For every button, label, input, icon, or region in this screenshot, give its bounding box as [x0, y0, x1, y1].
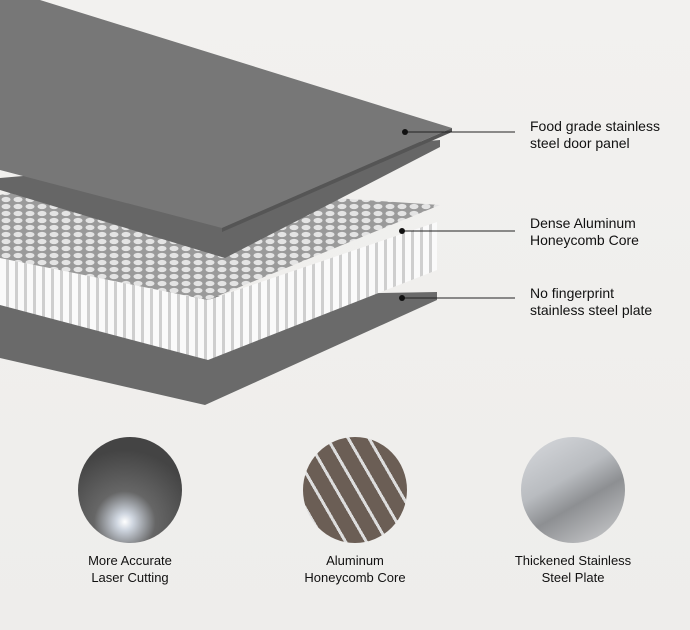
caption-line: Honeycomb Core: [304, 570, 406, 585]
caption-line: Thickened Stainless: [514, 553, 632, 568]
label-bottom-plate: No fingerprint stainless steel plate: [530, 285, 652, 319]
label-line: Food grade stainless: [530, 118, 660, 134]
honeycomb-walls: [0, 222, 437, 360]
leader-lines: [402, 131, 515, 299]
laser-cutting-image: [78, 437, 182, 543]
caption-line: More Accurate: [88, 553, 172, 568]
label-line: stainless steel plate: [530, 302, 653, 318]
caption-line: Laser Cutting: [91, 570, 169, 585]
label-line: Dense Aluminum: [530, 215, 636, 231]
steel-plate-image: [521, 437, 625, 543]
label-line: steel door panel: [530, 135, 630, 151]
label-honeycomb-core: Dense Aluminum Honeycomb Core: [530, 215, 639, 249]
feature-caption-honeycomb: Aluminum Honeycomb Core: [270, 552, 440, 586]
label-top-panel: Food grade stainless steel door panel: [530, 118, 660, 152]
feature-caption-laser: More Accurate Laser Cutting: [45, 552, 215, 586]
label-line: No fingerprint: [530, 285, 615, 301]
marker-dot: [402, 129, 408, 135]
caption-line: Aluminum: [326, 553, 384, 568]
honeycomb-core-image: [303, 437, 407, 543]
feature-caption-steel: Thickened Stainless Steel Plate: [488, 552, 658, 586]
marker-dot: [399, 295, 405, 301]
label-line: Honeycomb Core: [530, 232, 639, 248]
top-plate: [0, 0, 452, 228]
marker-dot: [399, 228, 405, 234]
caption-line: Steel Plate: [541, 570, 605, 585]
